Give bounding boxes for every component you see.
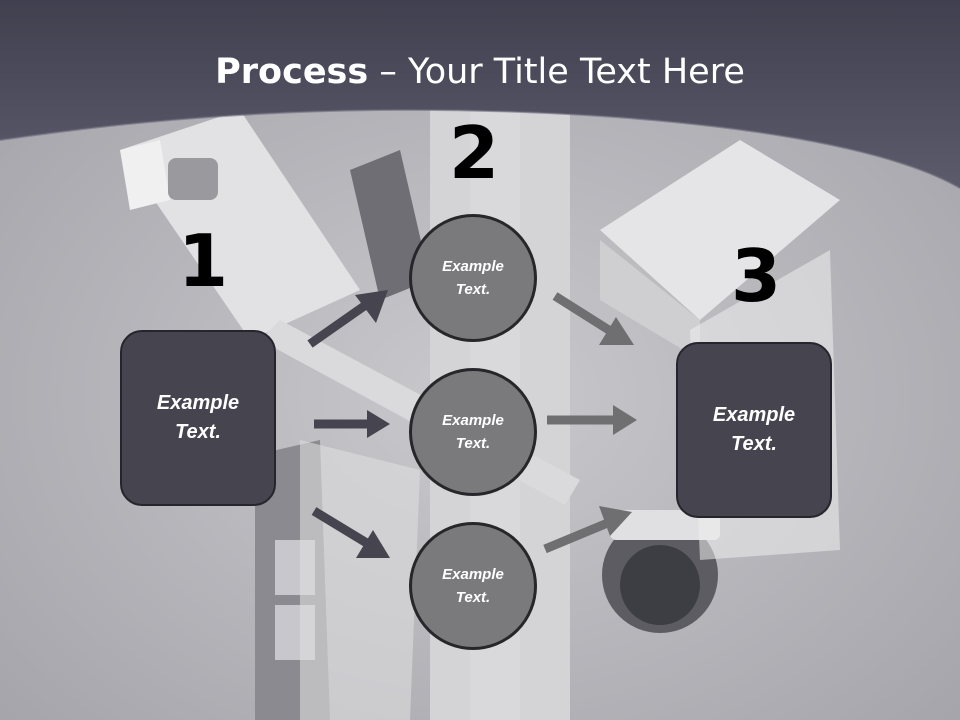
arrow-from-circle-top [552,292,634,345]
arrow-to-circle-middle [314,410,390,438]
input-box: Example Text. [120,330,276,506]
step-number-2: 2 [449,111,500,195]
process-circle-middle: Example Text. [409,368,537,496]
process-circle-middle-text: Example Text. [442,412,504,452]
step-number-1: 1 [178,219,229,303]
arrow-from-circle-middle [547,405,637,435]
title-rest: – Your Title Text Here [368,52,745,92]
process-circle-bottom: Example Text. [409,522,537,650]
output-box: Example Text. [676,342,832,518]
step-number-3: 3 [731,234,782,318]
arrow-to-circle-top [307,290,388,348]
slide-title: Process – Your Title Text Here [0,52,960,92]
arrow-to-circle-bottom [311,507,390,558]
process-circle-top: Example Text. [409,214,537,342]
process-circle-bottom-text: Example Text. [442,566,504,606]
title-bold: Process [215,52,369,92]
process-circle-top-text: Example Text. [442,258,504,298]
output-box-text: Example Text. [712,404,796,455]
input-box-text: Example Text. [156,392,240,443]
arrow-from-circle-bottom [543,506,632,554]
